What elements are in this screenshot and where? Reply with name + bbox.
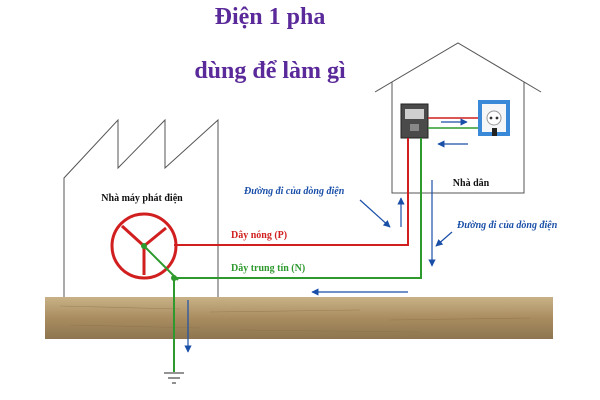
wall-outlet-icon <box>478 100 510 136</box>
hot-wire-label: Dây nóng (P) <box>231 230 287 241</box>
title-line-1: Điện 1 pha <box>215 4 326 30</box>
generator-symbol-icon <box>110 212 179 281</box>
arrow-current-out <box>435 231 453 247</box>
ground-texture <box>59 305 531 333</box>
house-label: Nhà dân <box>453 178 490 189</box>
neutral-node <box>171 275 177 281</box>
neutral-wire <box>174 138 422 279</box>
title-line-2: dùng để làm gì <box>194 58 346 84</box>
neutral-wire-label: Dây trung tín (N) <box>231 263 305 274</box>
ground-layer <box>45 297 553 339</box>
arrow-current-in <box>359 199 391 228</box>
earth-ground-icon <box>164 372 184 384</box>
house-building <box>374 42 542 194</box>
power-plant-label: Nhà máy phát điện <box>101 193 183 204</box>
hot-wire <box>174 138 409 246</box>
power-plant-building <box>63 118 219 300</box>
electric-meter-icon <box>400 103 429 139</box>
current-path-label-right: Đường đi của dòng điện <box>456 220 558 231</box>
current-path-label-left: Đường đi của dòng điện <box>243 186 345 197</box>
